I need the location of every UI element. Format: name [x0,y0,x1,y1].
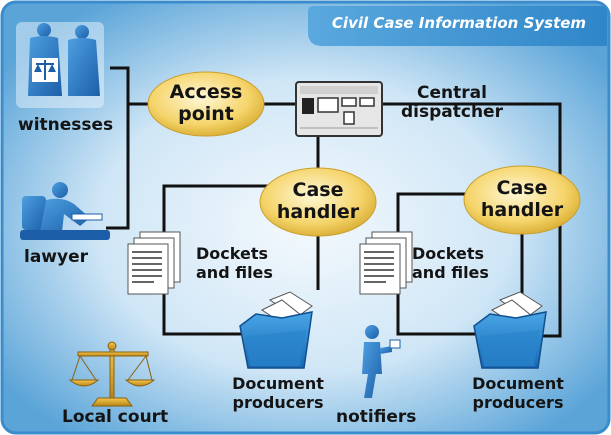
documents-icon-left [127,231,181,295]
dockets-left-line-2: and files [196,263,273,282]
lawyer-label: lawyer [24,247,88,267]
case-handler-right-line-2: handler [480,199,564,221]
dockets-right-line-1: Dockets [412,244,484,263]
dockets-right-label: Dockets and files [412,244,489,282]
case-handler-left-line-1: Case [292,179,344,201]
documents-icon-right [359,231,413,295]
case-handler-left-oval [259,167,377,237]
access-point-label: Access point [148,81,264,125]
lawyer-icon [20,182,110,240]
doc-producers-right-label: Document producers [462,374,574,412]
central-dispatcher-line-2: dispatcher [401,102,503,122]
dockets-right-line-2: and files [412,263,489,282]
title-bar [308,6,607,46]
case-handler-right-oval [463,165,581,235]
scales-of-justice-icon [68,341,156,407]
case-handler-left-line-2: handler [276,201,360,223]
doc-producers-right-line-2: producers [472,393,564,412]
doc-producers-left-label: Document producers [222,374,334,412]
notifiers-label: notifiers [336,407,417,427]
case-handler-right-line-1: Case [496,177,548,199]
access-point-line-2: point [178,103,234,125]
dockets-left-label: Dockets and files [196,244,273,282]
case-handler-left-label: Case handler [260,179,376,223]
central-dispatcher-label: Central dispatcher [400,84,504,122]
access-point-line-1: Access [169,81,243,103]
case-handler-right-label: Case handler [464,177,580,221]
connector-witnesses-to-access [110,66,150,106]
witnesses-label: witnesses [18,115,114,135]
central-dispatcher-line-1: Central [417,83,487,103]
diagram-title: Civil Case Information System [331,14,587,32]
connector-lawyer-to-access [106,104,130,230]
witnesses-icon [16,22,104,108]
doc-producers-left-line-2: producers [232,393,324,412]
doc-producers-left-line-1: Document [232,374,324,393]
local-court-label: Local court [62,407,169,427]
notifier-person-icon [362,325,401,398]
folder-icon-left [239,291,313,369]
folder-icon-right [473,291,547,369]
dockets-left-line-1: Dockets [196,244,268,263]
access-point-oval [147,71,265,137]
computer-icon [295,81,383,137]
doc-producers-right-line-1: Document [472,374,564,393]
